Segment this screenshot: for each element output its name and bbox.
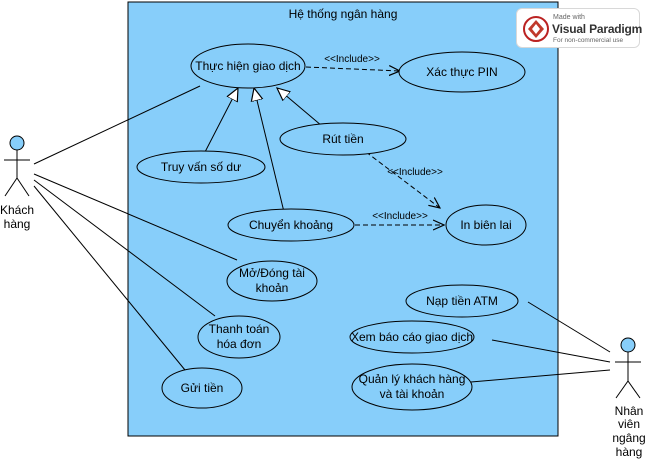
actor-staff-label-3: ngâng xyxy=(612,431,645,445)
usecase-balance-label: Truy vấn số dư xyxy=(161,160,241,174)
usecase-withdraw[interactable]: Rút tiền xyxy=(279,122,407,156)
usecase-manage-label-1: Quản lý khách hàng xyxy=(359,372,466,386)
staff-associations xyxy=(470,301,611,383)
generalizations xyxy=(204,88,323,213)
actor-customer-label-2: hàng xyxy=(4,217,31,231)
usecase-print-receipt-label: In biên lai xyxy=(460,218,511,232)
usecase-print-receipt[interactable]: In biên lai xyxy=(445,204,527,246)
usecase-transfer-label: Chuyển khoảng xyxy=(249,218,333,232)
usecase-balance[interactable]: Truy vấn số dư xyxy=(136,150,266,184)
actor-staff-label-4: hàng xyxy=(616,445,643,459)
usecase-transfer[interactable]: Chuyển khoảng xyxy=(227,208,355,242)
actor-customer-head xyxy=(9,135,25,151)
usecase-verify-pin[interactable]: Xác thực PIN xyxy=(398,51,526,93)
usecase-open-close[interactable]: Mở/Đóng tài khoản xyxy=(226,260,318,302)
usecase-deposit-label: Gửi tiền xyxy=(181,381,224,395)
actor-staff-label-1: Nhân xyxy=(615,404,644,418)
include-relations xyxy=(305,67,444,225)
usecase-pay-bill-label-2: hóa đơn xyxy=(217,337,262,351)
usecase-reports-label: Xem báo cáo giao dịch xyxy=(351,330,473,344)
include-label-transfer-receipt: <<Include>> xyxy=(372,211,428,222)
usecase-open-close-label-2: khoản xyxy=(256,281,289,295)
actor-customer-label-1: Khách xyxy=(0,203,34,217)
include-label-pin: <<Include>> xyxy=(324,54,380,65)
watermark-brand: Visual Paradigm xyxy=(552,22,643,36)
watermark-note: For non-commercial use xyxy=(553,37,624,44)
usecase-deposit[interactable]: Gửi tiền xyxy=(161,367,243,409)
usecase-reports[interactable]: Xem báo cáo giao dịch xyxy=(349,320,475,354)
visual-paradigm-watermark: Made with Visual Paradigm For non-commer… xyxy=(516,8,643,48)
usecase-atm-refill-label: Nạp tiền ATM xyxy=(426,294,498,308)
actor-staff-label-2: viên xyxy=(618,417,640,431)
usecase-manage-label-2: và tài khoản xyxy=(380,387,445,401)
usecase-verify-pin-label: Xác thực PIN xyxy=(426,65,497,79)
watermark-made-with: Made with xyxy=(553,14,585,21)
include-label-withdraw-receipt: <<Include>> xyxy=(387,167,443,178)
usecase-transaction-label: Thực hiện giao dịch xyxy=(195,59,300,73)
actor-staff[interactable] xyxy=(615,337,641,399)
customer-associations xyxy=(33,85,238,371)
system-title: Hệ thống ngân hàng xyxy=(289,7,398,21)
usecase-pay-bill-label-1: Thanh toán xyxy=(209,322,270,336)
usecase-transaction[interactable]: Thực hiện giao dịch xyxy=(190,43,306,89)
usecase-pay-bill[interactable]: Thanh toán hóa đơn xyxy=(197,315,281,359)
usecase-open-close-label-1: Mở/Đóng tài xyxy=(239,266,305,280)
usecase-manage[interactable]: Quản lý khách hàng và tài khoản xyxy=(351,363,473,411)
actor-staff-head xyxy=(620,337,636,353)
usecase-atm-refill[interactable]: Nạp tiền ATM xyxy=(405,284,519,318)
actor-customer[interactable] xyxy=(4,135,30,197)
visual-paradigm-logo-icon xyxy=(523,16,549,42)
usecase-withdraw-label: Rút tiền xyxy=(322,132,363,146)
